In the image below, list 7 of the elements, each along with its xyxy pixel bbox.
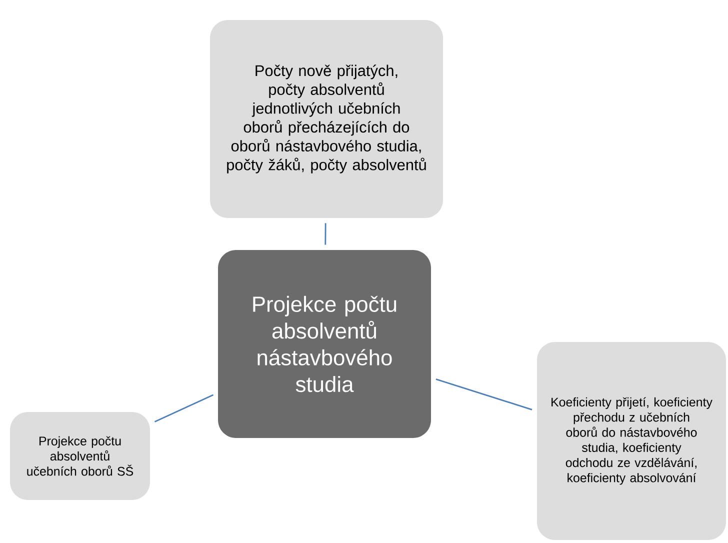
input-box: Počty nově přijatých, počty absolventů jednotlivých učebních oborů přecházejících do oborů nástavbového studia, počty žáků, počty absolventů (210, 20, 443, 218)
input-box: Koeficienty přijetí, koeficienty přechodu z učebních oborů do nástavbového studia, koeficienty odchodu ze vzdělávání, koeficienty absolvování (537, 342, 726, 540)
connector-line (436, 378, 532, 410)
central-box: Projekce počtu absolventů nástavbového studia (218, 250, 431, 438)
connector-line (324, 223, 326, 245)
connector-line (154, 394, 214, 422)
input-box: Projekce počtu absolventů učebních oborů SŠ (10, 412, 150, 500)
